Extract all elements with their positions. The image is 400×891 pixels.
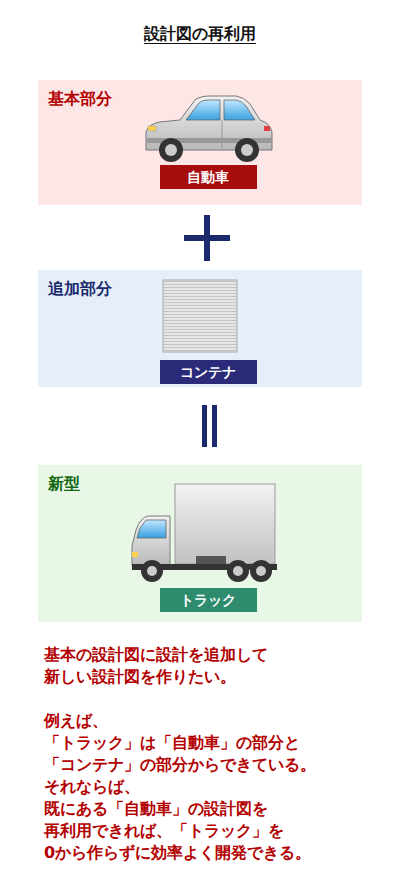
part-name-tag: 自動車 <box>160 165 257 189</box>
diagram-title: 設計図の再利用 <box>0 24 400 45</box>
explanation-note: 再利用できれば、「トラック」を <box>44 821 284 840</box>
explanation-note: それならば、 <box>44 777 140 796</box>
explanation-note: 「コンテナ」の部分からできている。 <box>44 755 316 774</box>
explanation-note: 0から作らずに効率よく開発できる。 <box>44 843 311 862</box>
part-name-tag: コンテナ <box>160 360 257 384</box>
explanation-note: 新しい設計図を作りたい。 <box>44 667 236 686</box>
explanation-note: 例えば、 <box>44 711 108 730</box>
section-band: 追加部分コンテナ <box>38 270 362 387</box>
explanation-note: 「トラック」は「自動車」の部分と <box>44 733 300 752</box>
explanation-note: 既にある「自動車」の設計図を <box>44 799 268 818</box>
section-heading: 基本部分 <box>48 89 112 108</box>
part-name: 自動車 <box>187 169 229 186</box>
section-heading: 新型 <box>48 474 80 493</box>
part-name: コンテナ <box>180 364 236 381</box>
plus-symbol <box>184 215 230 261</box>
equals-symbol <box>202 405 217 447</box>
part-name-tag: トラック <box>160 588 257 612</box>
car-illustration <box>146 96 272 162</box>
section-band: 基本部分自動車 <box>38 80 362 205</box>
section-heading: 追加部分 <box>48 279 112 298</box>
explanation-note: 基本の設計図に設計を追加して <box>44 645 268 664</box>
section-band: 新型トラック <box>38 465 362 622</box>
truck-illustration <box>132 484 277 582</box>
container-illustration <box>163 280 237 352</box>
part-name: トラック <box>180 592 236 609</box>
